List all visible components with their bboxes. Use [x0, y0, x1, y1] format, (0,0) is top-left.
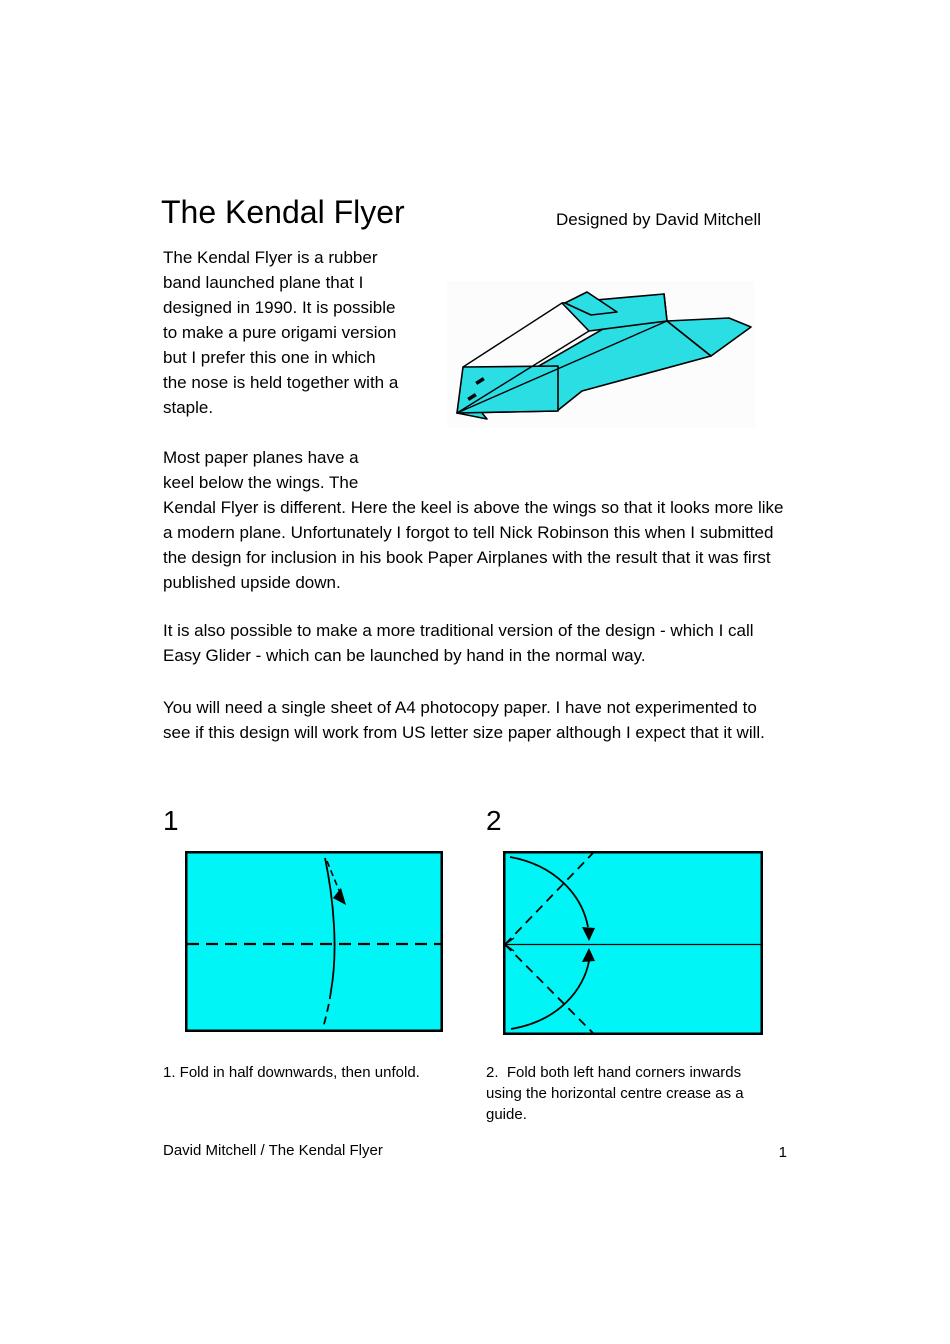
- plane-crease-lower: [456, 320, 668, 414]
- fold-arc: [324, 857, 336, 992]
- byline: Designed by David Mitchell: [556, 210, 762, 229]
- plane-fin: [564, 291, 618, 316]
- step-1-caption: 1. Fold in half downwards, then unfold.: [163, 1064, 420, 1081]
- paragraph-keel-narrow: Most paper planes have a keel below the …: [163, 448, 359, 492]
- paper-sheet: [503, 851, 763, 1035]
- plane-illustration-svg: [447, 281, 755, 428]
- footer-credit: David Mitchell / The Kendal Flyer: [163, 1142, 383, 1159]
- fold-arrow-upper: [509, 856, 589, 928]
- footer-page-number: 1: [778, 1144, 787, 1161]
- unfold-arrow-shaft: [326, 860, 343, 898]
- page-title: The Kendal Flyer: [161, 194, 405, 230]
- step-2-caption: 2. Fold both left hand corners inwards u…: [486, 1064, 748, 1123]
- paragraph-easy-glider: It is also possible to make a more tradi…: [163, 621, 754, 665]
- plane-crease-upper: [456, 330, 590, 414]
- diagonal-fold-line-lower: [504, 943, 594, 1034]
- fold-arrow-lower: [510, 960, 590, 1030]
- paragraph-paper: You will need a single sheet of A4 photo…: [163, 698, 765, 742]
- plane-wingtip-crease: [666, 320, 712, 357]
- diagram-1-svg: [185, 851, 443, 1032]
- staple-icon: [475, 377, 485, 385]
- paragraph-keel-wide: Kendal Flyer is different. Here the keel…: [163, 498, 784, 592]
- diagram-step-1: [185, 851, 443, 1032]
- diagram-2-svg: [503, 851, 763, 1035]
- paragraph-intro: The Kendal Flyer is a rubber band launch…: [163, 248, 399, 417]
- plane-leading-edge: [462, 302, 563, 368]
- staple-icon: [467, 393, 477, 401]
- step-2-number: 2: [486, 805, 502, 836]
- step-1-number: 1: [163, 805, 179, 836]
- fold-arrowhead-down: [582, 927, 595, 941]
- diagonal-fold-line-upper: [504, 852, 594, 946]
- diagram-step-2: [503, 851, 763, 1035]
- plane-figure: [447, 281, 762, 428]
- paper-sheet: [185, 851, 443, 1032]
- fold-arc-tail: [322, 990, 332, 1029]
- fold-arrowhead-up: [582, 948, 595, 962]
- unfold-arrowhead: [333, 888, 346, 905]
